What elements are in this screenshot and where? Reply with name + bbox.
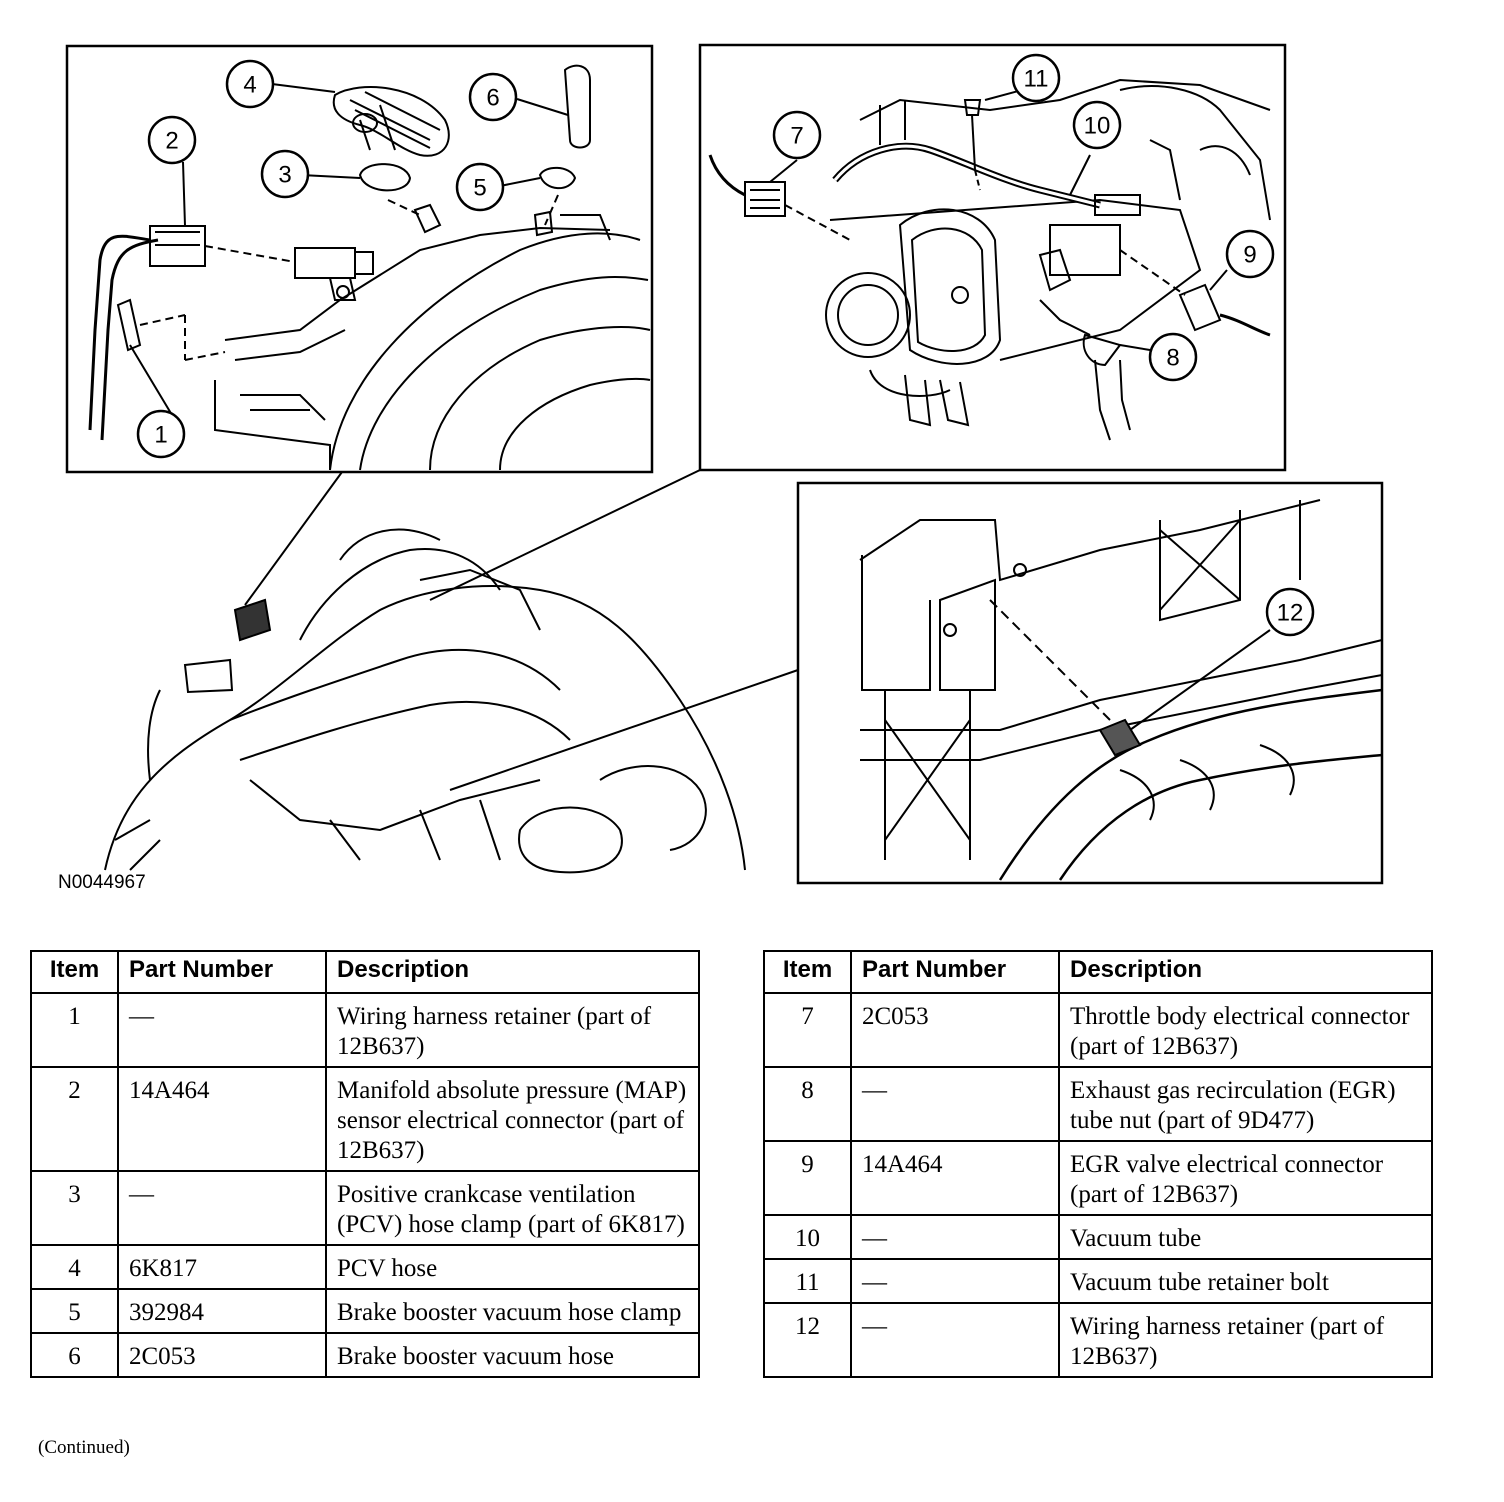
part-description: Exhaust gas recirculation (EGR) tube nut… — [1058, 1066, 1433, 1142]
table-row: 7 2C053 Throttle body electrical connect… — [763, 992, 1433, 1068]
callout-markers — [136, 53, 1315, 637]
callout-label-12: 12 — [1277, 600, 1304, 627]
part-description: Wiring harness retainer (part of 12B637) — [325, 992, 700, 1068]
part-description: Positive crankcase ventilation (PCV) hos… — [325, 1170, 700, 1246]
callout-label-4: 4 — [243, 72, 256, 99]
callout-label-11: 11 — [1024, 66, 1049, 93]
part-description: Brake booster vacuum hose clamp — [325, 1288, 700, 1334]
item-number: 4 — [30, 1244, 119, 1290]
item-number: 7 — [763, 992, 852, 1068]
table-row: 1 — Wiring harness retainer (part of 12B… — [30, 992, 700, 1068]
callout-12 — [1265, 587, 1315, 637]
callout-2 — [147, 115, 197, 165]
part-description: Manifold absolute pressure (MAP) sensor … — [325, 1066, 700, 1172]
part-number: 2C053 — [850, 992, 1060, 1068]
item-number: 2 — [30, 1066, 119, 1172]
table-row: 12 — Wiring harness retainer (part of 12… — [763, 1302, 1433, 1378]
part-number: — — [850, 1302, 1060, 1378]
item-number: 9 — [763, 1140, 852, 1216]
item-number: 12 — [763, 1302, 852, 1378]
table-row: 8 — Exhaust gas recirculation (EGR) tube… — [763, 1066, 1433, 1142]
item-number: 10 — [763, 1214, 852, 1260]
table-row: 6 2C053 Brake booster vacuum hose — [30, 1332, 700, 1378]
callout-8 — [1148, 332, 1198, 382]
part-number: — — [850, 1214, 1060, 1260]
item-number: 1 — [30, 992, 119, 1068]
part-description: Throttle body electrical connector (part… — [1058, 992, 1433, 1068]
detail-panel-harness-retainer — [796, 481, 1384, 885]
parts-table-left: Item Part Number Description 1 — Wiring … — [30, 950, 700, 1378]
table-row: 3 — Positive crankcase ventilation (PCV)… — [30, 1170, 700, 1246]
part-description: EGR valve electrical connector (part of … — [1058, 1140, 1433, 1216]
detail-panel-map-pcv — [65, 44, 654, 474]
part-number: — — [850, 1258, 1060, 1304]
callout-label-6: 6 — [486, 85, 499, 112]
callout-label-2: 2 — [165, 128, 178, 155]
part-number: 6K817 — [117, 1244, 327, 1290]
table-row: 10 — Vacuum tube — [763, 1214, 1433, 1260]
callout-6 — [468, 72, 518, 122]
header-item: Item — [763, 950, 852, 994]
part-number: 14A464 — [850, 1140, 1060, 1216]
callout-label-5: 5 — [473, 175, 486, 202]
part-number: 392984 — [117, 1288, 327, 1334]
header-description: Description — [1058, 950, 1433, 994]
item-number: 8 — [763, 1066, 852, 1142]
item-number: 6 — [30, 1332, 119, 1378]
detail-panel-throttle-egr — [698, 43, 1287, 472]
header-part-number: Part Number — [850, 950, 1060, 994]
part-number: 2C053 — [117, 1332, 327, 1378]
part-number: — — [117, 1170, 327, 1246]
table-header-row: Item Part Number Description — [30, 950, 700, 994]
parts-table-right: Item Part Number Description 7 2C053 Thr… — [763, 950, 1433, 1378]
engine-overview — [104, 469, 799, 874]
figure-id: N0044967 — [58, 872, 146, 893]
part-description: Vacuum tube — [1058, 1214, 1433, 1260]
continued-note: (Continued) — [38, 1437, 130, 1458]
engine-illustration: 1 2 3 4 5 6 7 8 9 10 11 12 — [65, 43, 1384, 885]
item-number: 11 — [763, 1258, 852, 1304]
header-part-number: Part Number — [117, 950, 327, 994]
part-number: 14A464 — [117, 1066, 327, 1172]
part-description: Wiring harness retainer (part of 12B637) — [1058, 1302, 1433, 1378]
callout-label-1: 1 — [154, 422, 167, 449]
callout-label-3: 3 — [278, 162, 291, 189]
part-description: Brake booster vacuum hose — [325, 1332, 700, 1378]
header-description: Description — [325, 950, 700, 994]
callout-10 — [1072, 100, 1122, 150]
callout-4 — [225, 59, 275, 109]
part-description: PCV hose — [325, 1244, 700, 1290]
callout-label-8: 8 — [1166, 345, 1179, 372]
callout-1 — [136, 409, 186, 459]
callout-label-9: 9 — [1243, 242, 1256, 269]
callout-label-10: 10 — [1084, 113, 1111, 140]
table-header-row: Item Part Number Description — [763, 950, 1433, 994]
callout-11 — [1011, 53, 1061, 103]
part-description: Vacuum tube retainer bolt — [1058, 1258, 1433, 1304]
callout-9 — [1225, 229, 1275, 279]
table-row: 9 14A464 EGR valve electrical connector … — [763, 1140, 1433, 1216]
item-number: 3 — [30, 1170, 119, 1246]
callout-3 — [260, 149, 310, 199]
part-number: — — [850, 1066, 1060, 1142]
header-item: Item — [30, 950, 119, 994]
callout-label-7: 7 — [790, 123, 803, 150]
callout-7 — [772, 110, 822, 160]
item-number: 5 — [30, 1288, 119, 1334]
callout-labels: 1 2 3 4 5 6 7 8 9 10 11 12 — [154, 66, 1303, 627]
table-row: 11 — Vacuum tube retainer bolt — [763, 1258, 1433, 1304]
table-row: 4 6K817 PCV hose — [30, 1244, 700, 1290]
table-row: 5 392984 Brake booster vacuum hose clamp — [30, 1288, 700, 1334]
part-number: — — [117, 992, 327, 1068]
callout-5 — [455, 162, 505, 212]
table-row: 2 14A464 Manifold absolute pressure (MAP… — [30, 1066, 700, 1172]
